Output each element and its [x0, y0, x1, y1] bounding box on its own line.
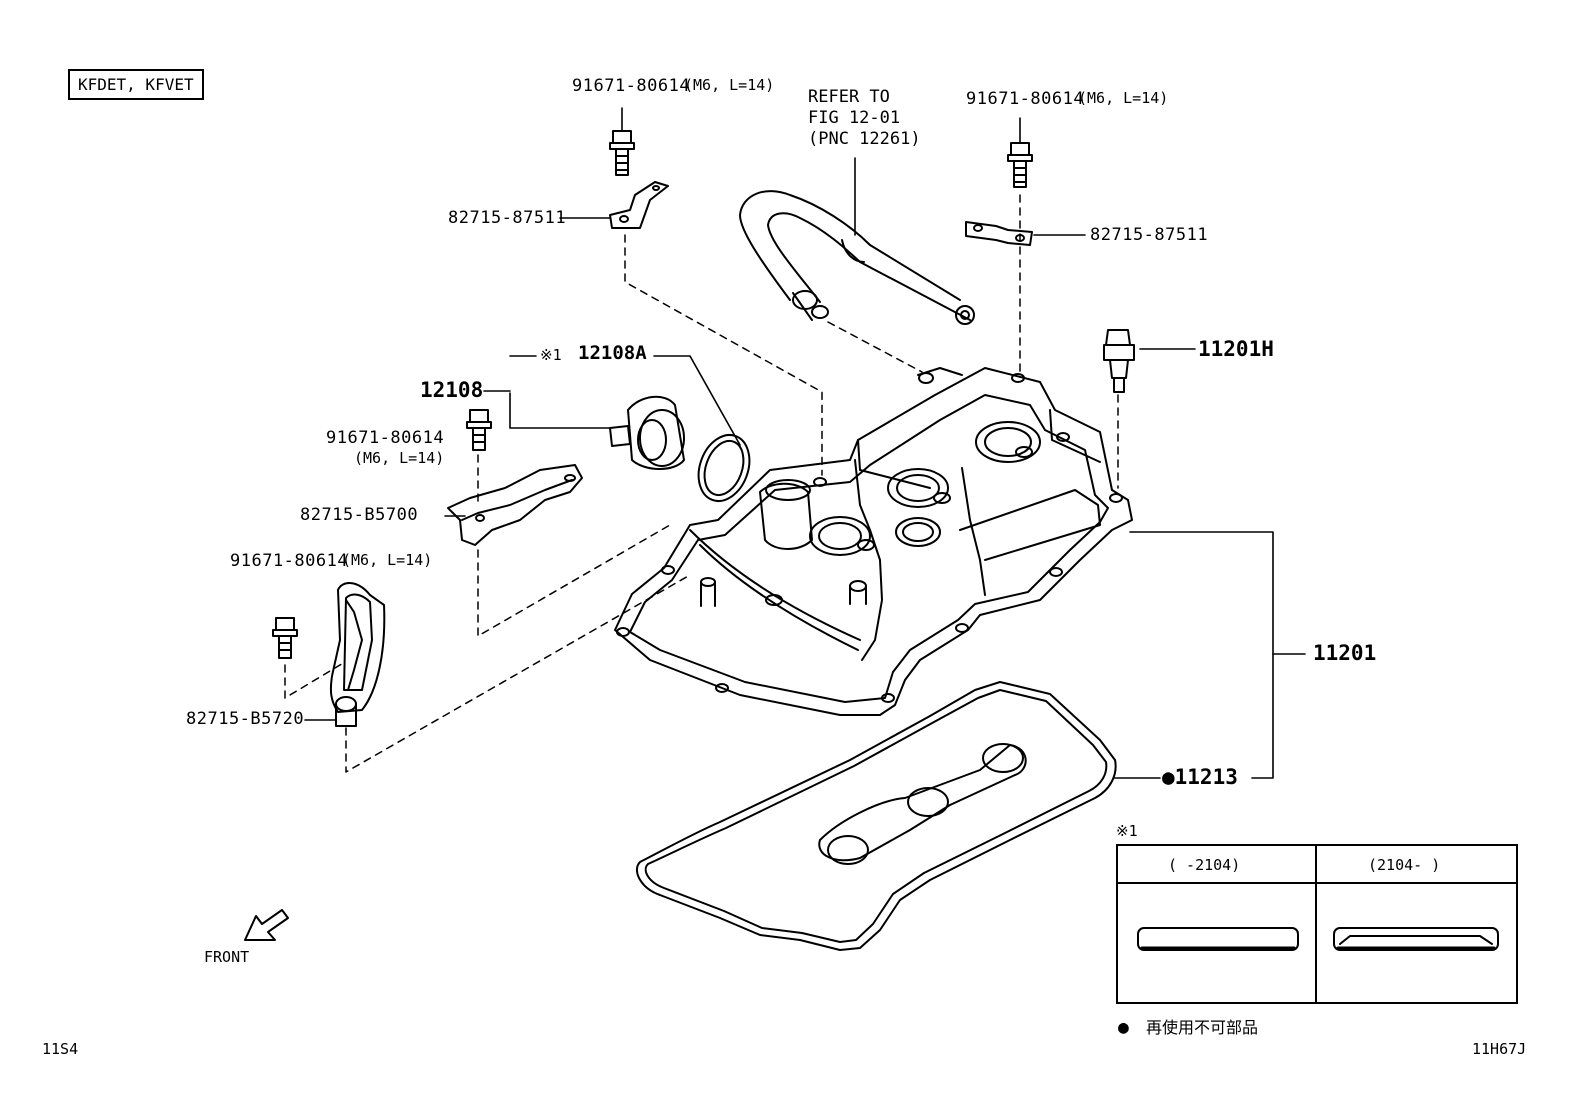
part-number-bracket-top-left: 82715-87511	[448, 208, 567, 228]
bolt-spec-top-right: (M6, L=14)	[1078, 89, 1169, 107]
bolt-spec-top-left: (M6, L=14)	[684, 76, 775, 94]
part-number-filler-cap: 12108	[420, 378, 484, 402]
bolt-top-right	[1007, 142, 1033, 188]
part-number-bolt-low: 91671-80614	[230, 551, 349, 571]
bolt-top-left	[609, 130, 635, 176]
bracket-mid	[447, 464, 583, 546]
bolt-spec-low: (M6, L=14)	[342, 551, 433, 569]
cylinder-head-cover	[614, 367, 1133, 716]
note-table-col1-header: ( -2104)	[1168, 856, 1241, 874]
bolt-mid	[466, 409, 492, 451]
bracket-top-right	[965, 221, 1033, 246]
pcv-hose	[739, 190, 975, 325]
part-number-bolt-mid: 91671-80614	[326, 428, 445, 448]
filler-cap-gasket	[697, 434, 751, 502]
note-mark: ※1	[540, 346, 562, 364]
front-label: FRONT	[204, 948, 250, 966]
bracket-low	[329, 582, 386, 727]
note-table-mark: ※1	[1116, 822, 1138, 840]
refer-note-line2: FIG 12-01	[808, 108, 901, 128]
legend-bullet-icon: ●	[1118, 1017, 1129, 1038]
note-table-header-divider	[1118, 882, 1516, 884]
cover-gasket	[635, 681, 1117, 951]
refer-note-line3: (PNC 12261)	[808, 129, 921, 149]
oil-filler-cap	[609, 395, 685, 470]
cap-bolt	[1103, 329, 1135, 393]
gasket-variant-new-icon	[1333, 927, 1499, 951]
bolt-low	[272, 617, 298, 659]
part-number-bolt-top-left: 91671-80614	[572, 76, 691, 96]
part-number-bolt-top-right: 91671-80614	[966, 89, 1085, 109]
dashed-lines	[284, 194, 1119, 773]
part-number-bracket-top-right: 82715-87511	[1090, 225, 1209, 245]
note-table-column-divider	[1315, 846, 1317, 1002]
refer-note-line1: REFER TO	[808, 87, 890, 107]
footer-page-code: 11S4	[42, 1040, 79, 1058]
part-number-cover-gasket: ●11213	[1162, 765, 1238, 789]
front-arrow-icon	[244, 909, 289, 941]
note-table: ( -2104) (2104- )	[1116, 844, 1518, 1004]
gasket-variant-old-icon	[1137, 927, 1299, 951]
part-number-cover-assy: 11201	[1313, 641, 1377, 665]
note-table-col2-header: (2104- )	[1368, 856, 1441, 874]
legend-text: 再使用不可部品	[1146, 1018, 1259, 1037]
engine-model-box: KFDET, KFVET	[68, 69, 204, 100]
part-number-cap-bolt: 11201H	[1198, 337, 1274, 361]
part-number-bracket-mid: 82715-B5700	[300, 505, 419, 525]
footer-figure-code: 11H67J	[1472, 1040, 1527, 1058]
bolt-spec-mid: (M6, L=14)	[354, 449, 445, 467]
bracket-top-left	[609, 181, 669, 229]
part-number-filler-gasket: 12108A	[578, 342, 647, 364]
leader-lines	[304, 107, 1306, 779]
part-number-bracket-low: 82715-B5720	[186, 709, 305, 729]
